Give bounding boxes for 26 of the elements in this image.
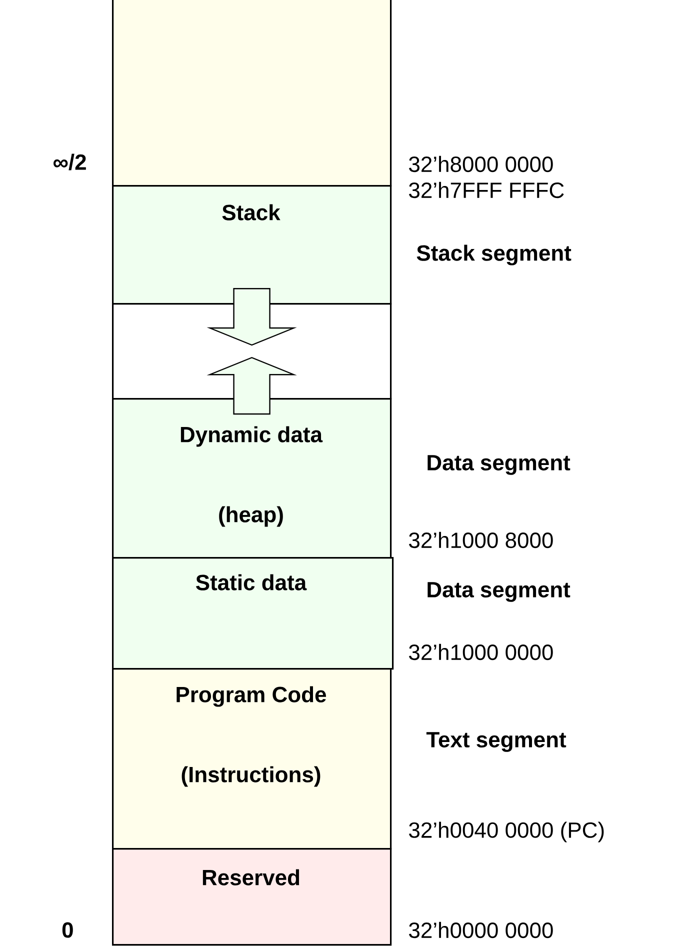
segment-name: Static data [196,574,307,590]
address-label: 32’h1000 8000 [409,532,553,548]
memory-segment-box [112,185,392,305]
memory-region-box [112,0,392,187]
address-label: 32’h7FFF FFFC [409,182,564,198]
block-arrow [206,288,297,346]
segment-name: (Instructions) [182,766,320,787]
memory-segment-box [112,668,392,850]
segment-name: Reserved [202,869,300,886]
block-arrow [206,356,297,415]
memory-segment-box [112,557,394,670]
segment-name: (heap) [219,506,283,527]
address-label: ∞/2 [54,154,86,170]
segment-label: Text segment [426,732,566,752]
segment-label: Data segment [428,582,570,602]
memory-segment-box [112,398,392,559]
address-label: 32’h0040 0000 (PC) [409,822,604,842]
address-label: 32’h8000 0000 [409,156,553,172]
segment-name: Dynamic data [180,426,323,447]
segment-label: Stack segment [416,244,572,266]
segment-name: Program Code [176,686,326,707]
segment-label: Data segment [428,455,570,475]
memory-segment-box [112,848,392,946]
address-label: 0 [62,922,73,938]
address-label: 32’h1000 0000 [409,644,553,660]
segment-name: Stack [222,204,280,220]
